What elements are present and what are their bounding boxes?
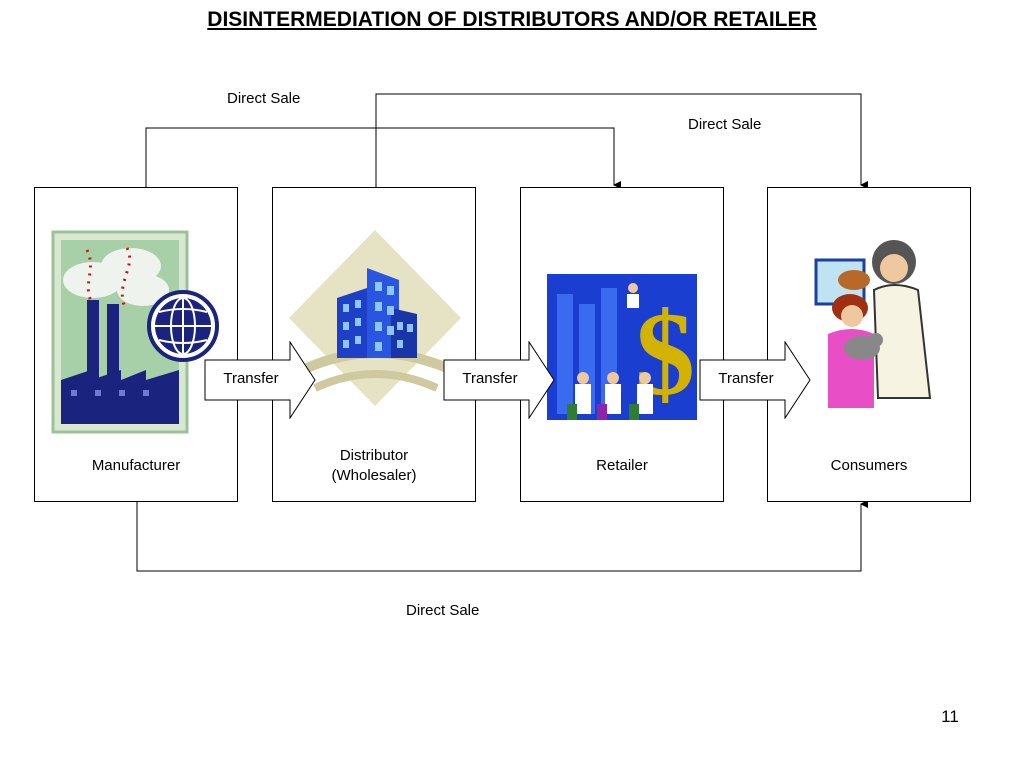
direct-sale-label: Direct Sale bbox=[406, 602, 480, 619]
connector-manufacturer-consumers bbox=[136, 500, 868, 572]
connector-distributor-consumers bbox=[375, 93, 868, 189]
transfer-label: Transfer bbox=[718, 370, 774, 387]
factory-icon bbox=[51, 230, 219, 434]
arrow-shape-icon bbox=[699, 341, 811, 419]
consumers-label: Consumers bbox=[830, 457, 908, 474]
retailer-box: $ Retailer bbox=[520, 187, 724, 502]
transfer-label: Transfer bbox=[462, 370, 518, 387]
manufacturer-label: Manufacturer bbox=[91, 457, 181, 474]
distributor-label: Distributor bbox=[339, 447, 409, 464]
transfer-arrow: Transfer bbox=[204, 341, 316, 419]
page-title: DISINTERMEDIATION OF DISTRIBUTORS AND/OR… bbox=[207, 8, 817, 31]
transfer-arrow: Transfer bbox=[443, 341, 555, 419]
consumers-box: Consumers bbox=[767, 187, 971, 502]
family-with-cat-icon bbox=[814, 240, 932, 408]
retailer-label: Retailer bbox=[596, 457, 648, 474]
manufacturer-box: Manufacturer bbox=[34, 187, 238, 502]
business-people-dollar-icon: $ bbox=[547, 274, 697, 420]
arrow-shape-icon bbox=[204, 341, 316, 419]
transfer-label: Transfer bbox=[223, 370, 279, 387]
distributor-box: Distributor (Wholesaler) bbox=[272, 187, 476, 502]
direct-sale-label: Direct Sale bbox=[227, 90, 301, 107]
office-building-icon bbox=[289, 230, 461, 406]
direct-sale-label: Direct Sale bbox=[688, 116, 762, 133]
arrow-shape-icon bbox=[443, 341, 555, 419]
connector-manufacturer-retailer bbox=[145, 127, 621, 189]
transfer-arrow: Transfer bbox=[699, 341, 811, 419]
page-number: 11 bbox=[941, 707, 959, 726]
distributor-sublabel: (Wholesaler) bbox=[331, 467, 417, 484]
